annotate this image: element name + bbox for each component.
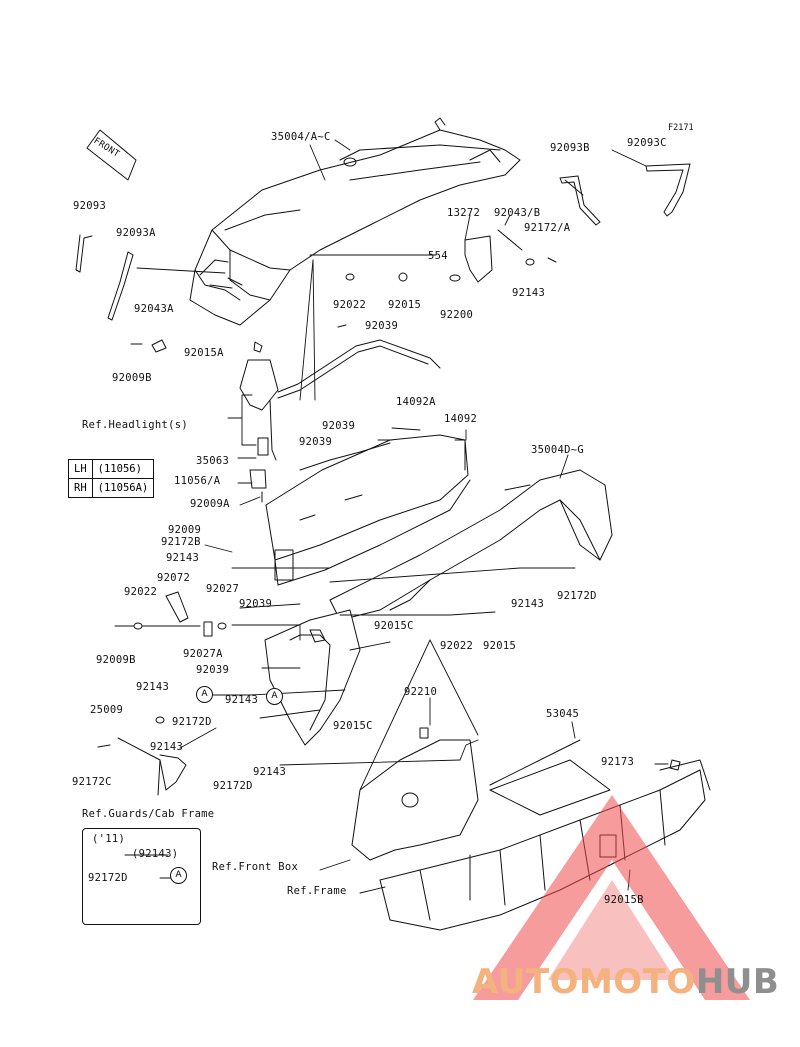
label-92143-e: 92143 [225,694,259,706]
label-92143-i: (92143) [132,848,179,860]
label-92043A: 92043A [134,303,174,315]
watermark-part-b: HUB [695,962,780,1002]
label-92009A: 92009A [190,498,230,510]
label-92173: 92173 [601,756,635,768]
fender-35004D [329,469,613,621]
label-92039-a: 92039 [365,320,399,332]
callout-a-1: A [196,686,213,703]
label-92072: 92072 [157,572,191,584]
label-92022-a: 92022 [333,299,367,311]
label-92172D-c: 92172D [213,780,253,792]
label-92210: 92210 [404,686,438,698]
table-row: RH (11056A) [68,478,155,498]
table-cell-part: (11056) [91,459,155,479]
table-cell-side: LH [68,459,93,479]
label-92039-b: 92039 [322,420,356,432]
label-92039-c: 92039 [299,436,333,448]
label-92172C: 92172C [72,776,112,788]
label-92143-a: 92143 [512,287,546,299]
front-arrow-icon [86,129,137,181]
table-row: LH (11056) [68,459,155,479]
washer-92022 [345,273,355,281]
year-variant-box [82,828,201,925]
label-ref-frame: Ref.Frame [287,885,347,897]
label-92200: 92200 [440,309,474,321]
label-92172B: 92172B [161,536,201,548]
trim-strip-92093A [107,251,134,321]
trim-strip-92093 [75,234,93,273]
callout-a-3: A [170,867,187,884]
label-35004D: 35004D~G [531,444,584,456]
label-92143-d: 92143 [136,681,170,693]
bracket-13272 [449,229,557,283]
label-92143-g: 92143 [253,766,287,778]
label-year: ('11) [92,833,126,845]
label-92015B: 92015B [604,894,644,906]
watermark-logo [473,795,750,1000]
label-92093C: 92093C [627,137,667,149]
front-box [351,727,479,861]
label-92009B-b: 92009B [96,654,136,666]
callout-a-2: A [266,688,283,705]
label-14092A: 14092A [396,396,436,408]
label-554: 554 [428,250,448,262]
trim-strip-92093B [559,175,601,226]
label-92027A: 92027A [183,648,223,660]
label-92015C-b: 92015C [333,720,373,732]
table-cell-part: (11056A) [91,478,155,498]
trim-strip-92093C [645,163,691,217]
label-ref-guards: Ref.Guards/Cab Frame [82,808,215,820]
label-92022-c: 92022 [440,640,474,652]
label-53045: 53045 [546,708,580,720]
label-35004: 35004/A~C [271,131,331,143]
label-92172D-b: 92172D [172,716,212,728]
roof-panel-35004 [189,117,521,326]
tube-bar [277,339,441,393]
label-92093B: 92093B [550,142,590,154]
label-92009B-a: 92009B [112,372,152,384]
label-92143-b: 92143 [166,552,200,564]
label-92009: 92009 [168,524,202,536]
watermark-text: AUTOMOTOHUB [472,962,779,1002]
label-92015A: 92015A [184,347,224,359]
label-92143-c: 92143 [511,598,545,610]
nut-92015 [398,272,408,282]
lh-rh-table: LH (11056) RH (11056A) [68,459,155,498]
label-92143-f: 92143 [150,741,184,753]
figure-code: F2171 [668,123,694,133]
label-92015-b: 92015 [483,640,517,652]
label-13272: 13272 [447,207,481,219]
label-92093: 92093 [73,200,107,212]
label-14092: 14092 [444,413,478,425]
cable-53045 [489,739,581,786]
label-11056: 11056/A [174,475,221,487]
label-92027: 92027 [206,583,240,595]
label-92172A: 92172/A [524,222,571,234]
label-25009: 25009 [90,704,124,716]
label-ref-frontbox: Ref.Front Box [212,861,299,873]
label-92039-d: 92039 [239,598,273,610]
label-92039-e: 92039 [196,664,230,676]
bracket-92072 [165,591,189,623]
label-92015-a: 92015 [388,299,422,311]
table-cell-side: RH [68,478,93,498]
label-92015C-a: 92015C [374,620,414,632]
label-92172D-d: 92172D [88,872,128,884]
label-35063: 35063 [196,455,230,467]
watermark-part-a: AUTOMOTO [472,962,696,1002]
label-92043B: 92043/B [494,207,541,219]
side-panel-14092 [265,434,471,586]
label-92172D-a: 92172D [557,590,597,602]
label-92022-b: 92022 [124,586,158,598]
label-ref-headlight: Ref.Headlight(s) [82,419,188,431]
headlight-bracket [239,341,279,503]
washer-92143 [525,258,535,266]
label-92093A: 92093A [116,227,156,239]
guard-25009 [117,716,187,796]
